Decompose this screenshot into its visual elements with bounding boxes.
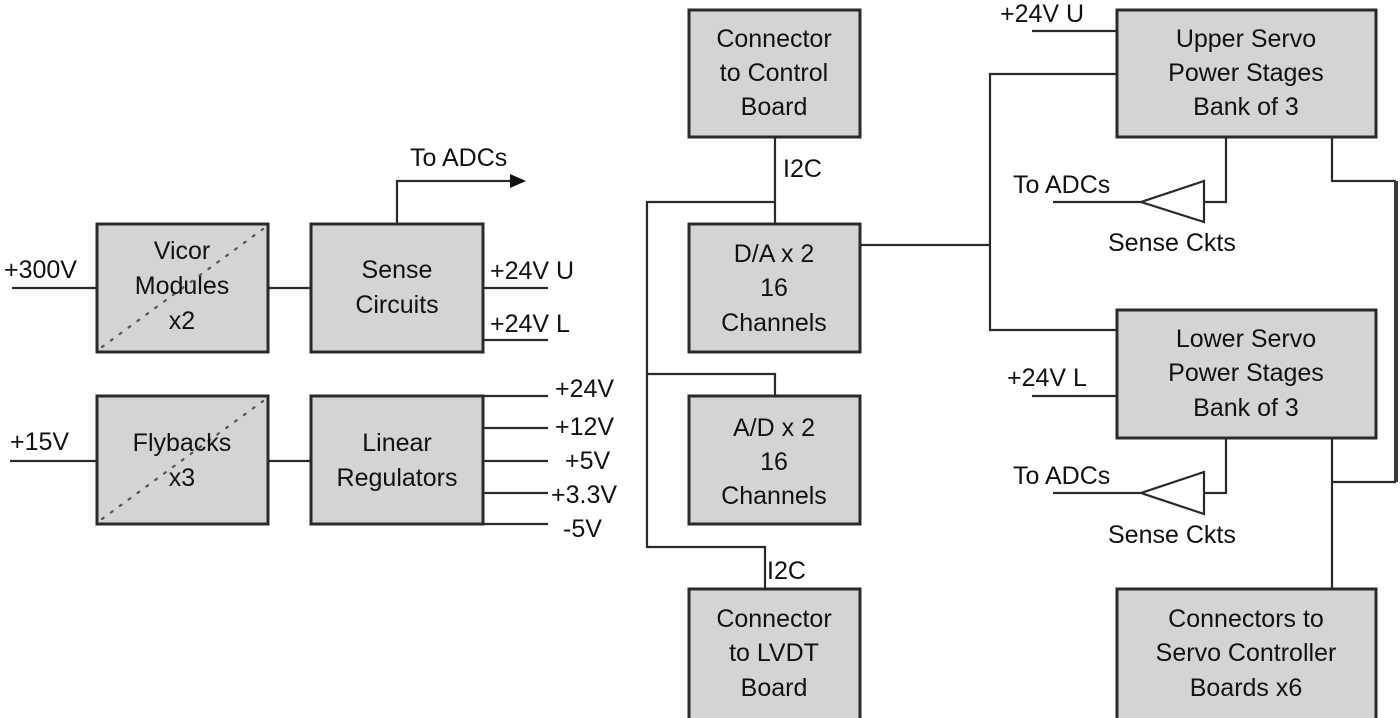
label-upper-to-adcs: To ADCs	[1013, 171, 1110, 199]
box-linear-regulators: Linear Regulators	[309, 394, 485, 526]
wire-servo-split	[988, 72, 1117, 332]
servo-conn-line-3: Boards x6	[1190, 674, 1303, 702]
lower-line-3: Bank of 3	[1193, 394, 1299, 422]
wire-lower-sense	[1204, 438, 1228, 495]
flyback-line-2: x3	[169, 464, 195, 492]
lower-line-1: Lower Servo	[1176, 325, 1316, 353]
label-15v: +15V	[10, 428, 69, 456]
label-lower-sense: Sense Ckts	[1108, 521, 1236, 549]
sense-line-1: Sense	[362, 256, 433, 284]
adc-line-3: Channels	[721, 482, 827, 510]
label-24v-l-out: +24V L	[490, 310, 570, 338]
vicor-line-3: x2	[169, 307, 195, 335]
adc-line-1: A/D x 2	[733, 414, 815, 442]
conn-ctrl-line-2: to Control	[720, 59, 828, 87]
label-lower-24v-in: +24V L	[1007, 364, 1087, 392]
conn-ctrl-line-1: Connector	[716, 25, 831, 53]
label-24v-u-out: +24V U	[490, 257, 574, 285]
dac-line-1: D/A x 2	[734, 240, 815, 268]
linreg-line-1: Linear	[362, 429, 432, 457]
upper-line-2: Power Stages	[1168, 59, 1324, 87]
label-lower-to-adcs: To ADCs	[1013, 462, 1110, 490]
box-vicor-modules: Vicor Modules x2	[95, 222, 270, 354]
dac-line-2: 16	[760, 274, 788, 302]
box-sense-circuits: Sense Circuits	[309, 222, 485, 354]
label-reg-m5v: -5V	[563, 515, 602, 543]
wire-upper-sense	[1204, 137, 1228, 204]
wire-i2c-bus	[645, 200, 775, 589]
dac-line-3: Channels	[721, 309, 827, 337]
vicor-line-1: Vicor	[154, 237, 211, 265]
box-flybacks: Flybacks x3	[95, 394, 270, 526]
arrow-icon	[510, 174, 526, 188]
conn-lvdt-line-3: Board	[741, 674, 808, 702]
wire-sense-to-adcs	[395, 179, 512, 224]
wire-upper-out	[1330, 137, 1396, 183]
lower-line-2: Power Stages	[1168, 359, 1324, 387]
label-upper-sense: Sense Ckts	[1108, 229, 1236, 257]
box-connector-control-board: Connector to Control Board	[687, 8, 862, 139]
sense-line-2: Circuits	[355, 291, 438, 319]
upper-line-1: Upper Servo	[1176, 25, 1316, 53]
label-i2c-bottom: I2C	[767, 557, 806, 585]
box-servo-controller-connectors: Connectors to Servo Controller Boards x6	[1115, 587, 1378, 718]
box-lower-servo-power-stages: Lower Servo Power Stages Bank of 3	[1115, 308, 1378, 440]
box-adc: A/D x 2 16 Channels	[687, 394, 862, 526]
amplifier-icon-lower	[1137, 470, 1206, 516]
label-reg-5v: +5V	[565, 447, 611, 475]
conn-lvdt-line-2: to LVDT	[729, 639, 819, 667]
label-i2c-top: I2C	[783, 155, 822, 183]
adc-line-2: 16	[760, 448, 788, 476]
label-300v: +300V	[4, 256, 77, 284]
upper-line-3: Bank of 3	[1193, 93, 1299, 121]
label-reg-12v: +12V	[555, 413, 614, 441]
vicor-line-2: Modules	[135, 272, 230, 300]
label-reg-3v3: +3.3V	[551, 481, 617, 509]
label-upper-24v-in: +24V U	[1000, 0, 1084, 28]
servo-conn-line-1: Connectors to	[1168, 605, 1324, 633]
label-to-adcs-top: To ADCs	[410, 144, 507, 172]
linreg-line-2: Regulators	[337, 464, 458, 492]
conn-lvdt-line-1: Connector	[716, 605, 831, 633]
flyback-line-1: Flybacks	[133, 429, 232, 457]
conn-ctrl-line-3: Board	[741, 93, 808, 121]
wire-i2c-adc	[647, 372, 777, 396]
label-reg-24v: +24V	[555, 375, 614, 403]
box-connector-lvdt-board: Connector to LVDT Board	[687, 587, 862, 718]
box-upper-servo-power-stages: Upper Servo Power Stages Bank of 3	[1115, 8, 1378, 139]
box-dac: D/A x 2 16 Channels	[687, 222, 862, 354]
amplifier-icon-upper	[1137, 179, 1206, 224]
servo-conn-line-2: Servo Controller	[1156, 639, 1337, 667]
